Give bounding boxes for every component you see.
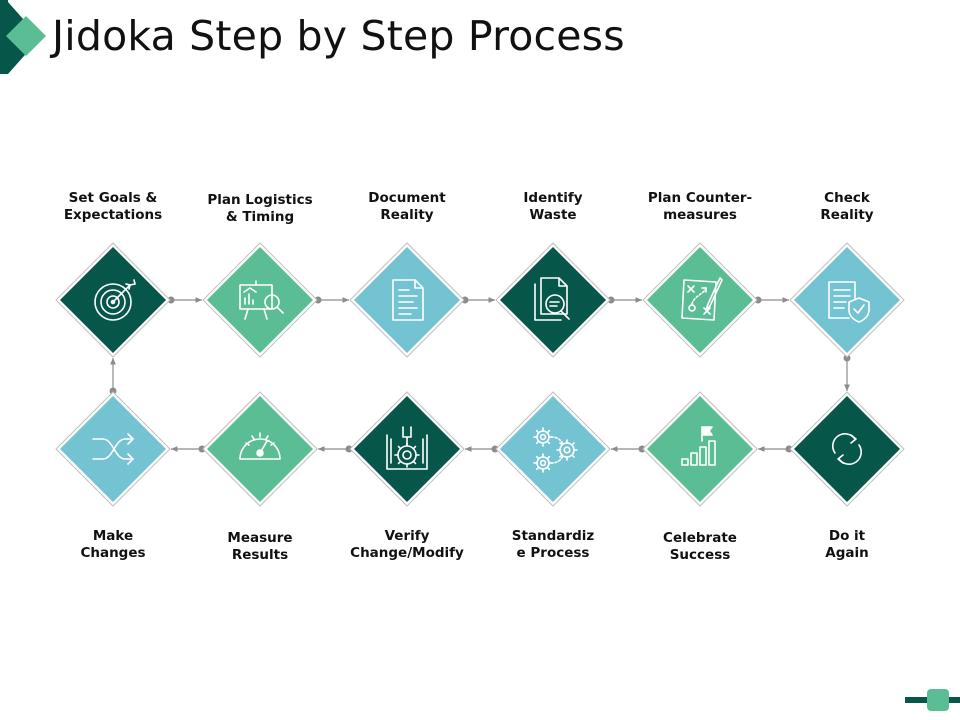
step-diamond-fill [794,247,900,353]
step-label-8: Celebrate Success [663,530,737,563]
step-diamond-2 [202,242,318,358]
connector-9-10-dot [491,445,499,453]
step-diamond-3 [349,242,465,358]
connector-6-7-dot [843,354,851,362]
connector-11-12-dot [198,445,206,453]
connector-12-1-dot [109,387,117,395]
footer-square [927,689,949,711]
step-diamond-fill [354,396,460,502]
page-title: Jidoka Step by Step Process [52,12,625,60]
step-label-4: Identify Waste [523,190,583,223]
corner-green-diamond [6,16,46,56]
step-diamond-fill [500,247,606,353]
connector-5-6-dot [754,296,762,304]
step-label-3: Document Reality [368,190,446,223]
step-label-6: Check Reality [820,190,874,223]
step-diamond-fill [60,396,166,502]
step-diamond-4 [495,242,611,358]
step-diamond-5 [642,242,758,358]
connector-10-11-dot [345,445,353,453]
connector-1-2-dot [167,296,175,304]
step-diamond-fill [207,396,313,502]
step-label-9: Standardiz e Process [511,528,595,561]
connector-2-3-dot [314,296,322,304]
step-label-10: Verify Change/Modify [350,528,464,561]
footer-decoration [905,689,960,711]
step-label-11: Measure Results [227,530,293,563]
step-diamond-11 [202,391,318,507]
step-diamonds [55,242,905,507]
connector-3-4-dot [461,296,469,304]
step-label-12: Make Changes [80,528,146,561]
step-label-5: Plan Counter- measures [647,190,753,223]
step-diamond-6 [789,242,905,358]
step-diamond-10 [349,391,465,507]
step-diamond-fill [207,247,313,353]
connector-7-8-dot [785,445,793,453]
step-diamond-fill [794,396,900,502]
corner-decoration [0,0,46,74]
step-diamond-7 [789,391,905,507]
step-diamond-fill [500,396,606,502]
connector-4-5-dot [607,296,615,304]
step-diamond-fill [354,247,460,353]
step-diamond-12 [55,391,171,507]
step-diamond-fill [647,247,753,353]
step-diamond-fill [647,396,753,502]
step-diamond-fill [60,247,166,353]
connector-8-9-dot [638,445,646,453]
step-label-1: Set Goals & Expectations [63,190,163,223]
step-diamond-8 [642,391,758,507]
connectors [109,296,851,453]
step-diamond-1 [55,242,171,358]
step-diamond-9 [495,391,611,507]
step-label-7: Do it Again [825,528,869,561]
step-label-2: Plan Logistics & Timing [207,192,313,225]
